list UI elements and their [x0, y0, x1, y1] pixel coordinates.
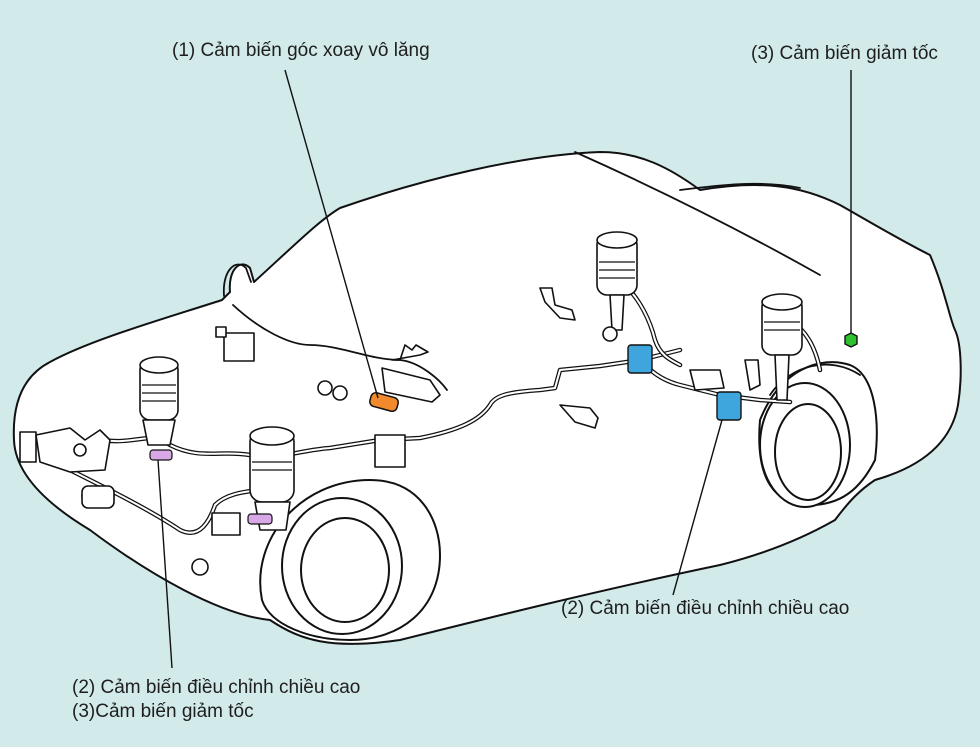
rear-left-air-spring: [596, 231, 638, 342]
label-height-control-sensor-front: (2) Cảm biến điều chỉnh chiều cao: [72, 677, 361, 698]
label-deceleration-sensor-rear: (3) Cảm biến giảm tốc: [751, 43, 938, 64]
front-right-air-spring: [249, 426, 295, 531]
leader-line-front-sensors: [157, 459, 173, 669]
label-steering-angle-sensor: (1) Cảm biến góc xoay vô lăng: [172, 40, 430, 61]
front-wheel: [259, 479, 441, 641]
misc-components: [191, 287, 761, 576]
rear-wheel: [758, 361, 878, 508]
front-sensor-right: [247, 513, 273, 525]
label-height-control-sensor-rear: (2) Cảm biến điều chỉnh chiều cao: [561, 598, 850, 619]
roof-line: [574, 151, 821, 276]
rear-right-air-spring: [761, 293, 803, 401]
hood-line: [232, 304, 448, 391]
leader-line-steering-angle: [284, 69, 379, 399]
mirror-outline: [223, 263, 252, 297]
front-left-air-spring: [139, 356, 179, 446]
leader-line-height-rear: [672, 419, 723, 596]
compressor-assembly: [19, 427, 115, 509]
rear-window-line: [679, 182, 801, 191]
deceleration-sensor: [844, 332, 858, 348]
label-deceleration-sensor-front: (3)Cảm biến giảm tốc: [72, 701, 254, 722]
height-control-sensor-rear-left: [627, 344, 653, 374]
height-control-sensor-rear-right: [716, 391, 742, 421]
steering-angle-sensor: [369, 391, 399, 413]
front-sensor-left: [149, 449, 173, 461]
